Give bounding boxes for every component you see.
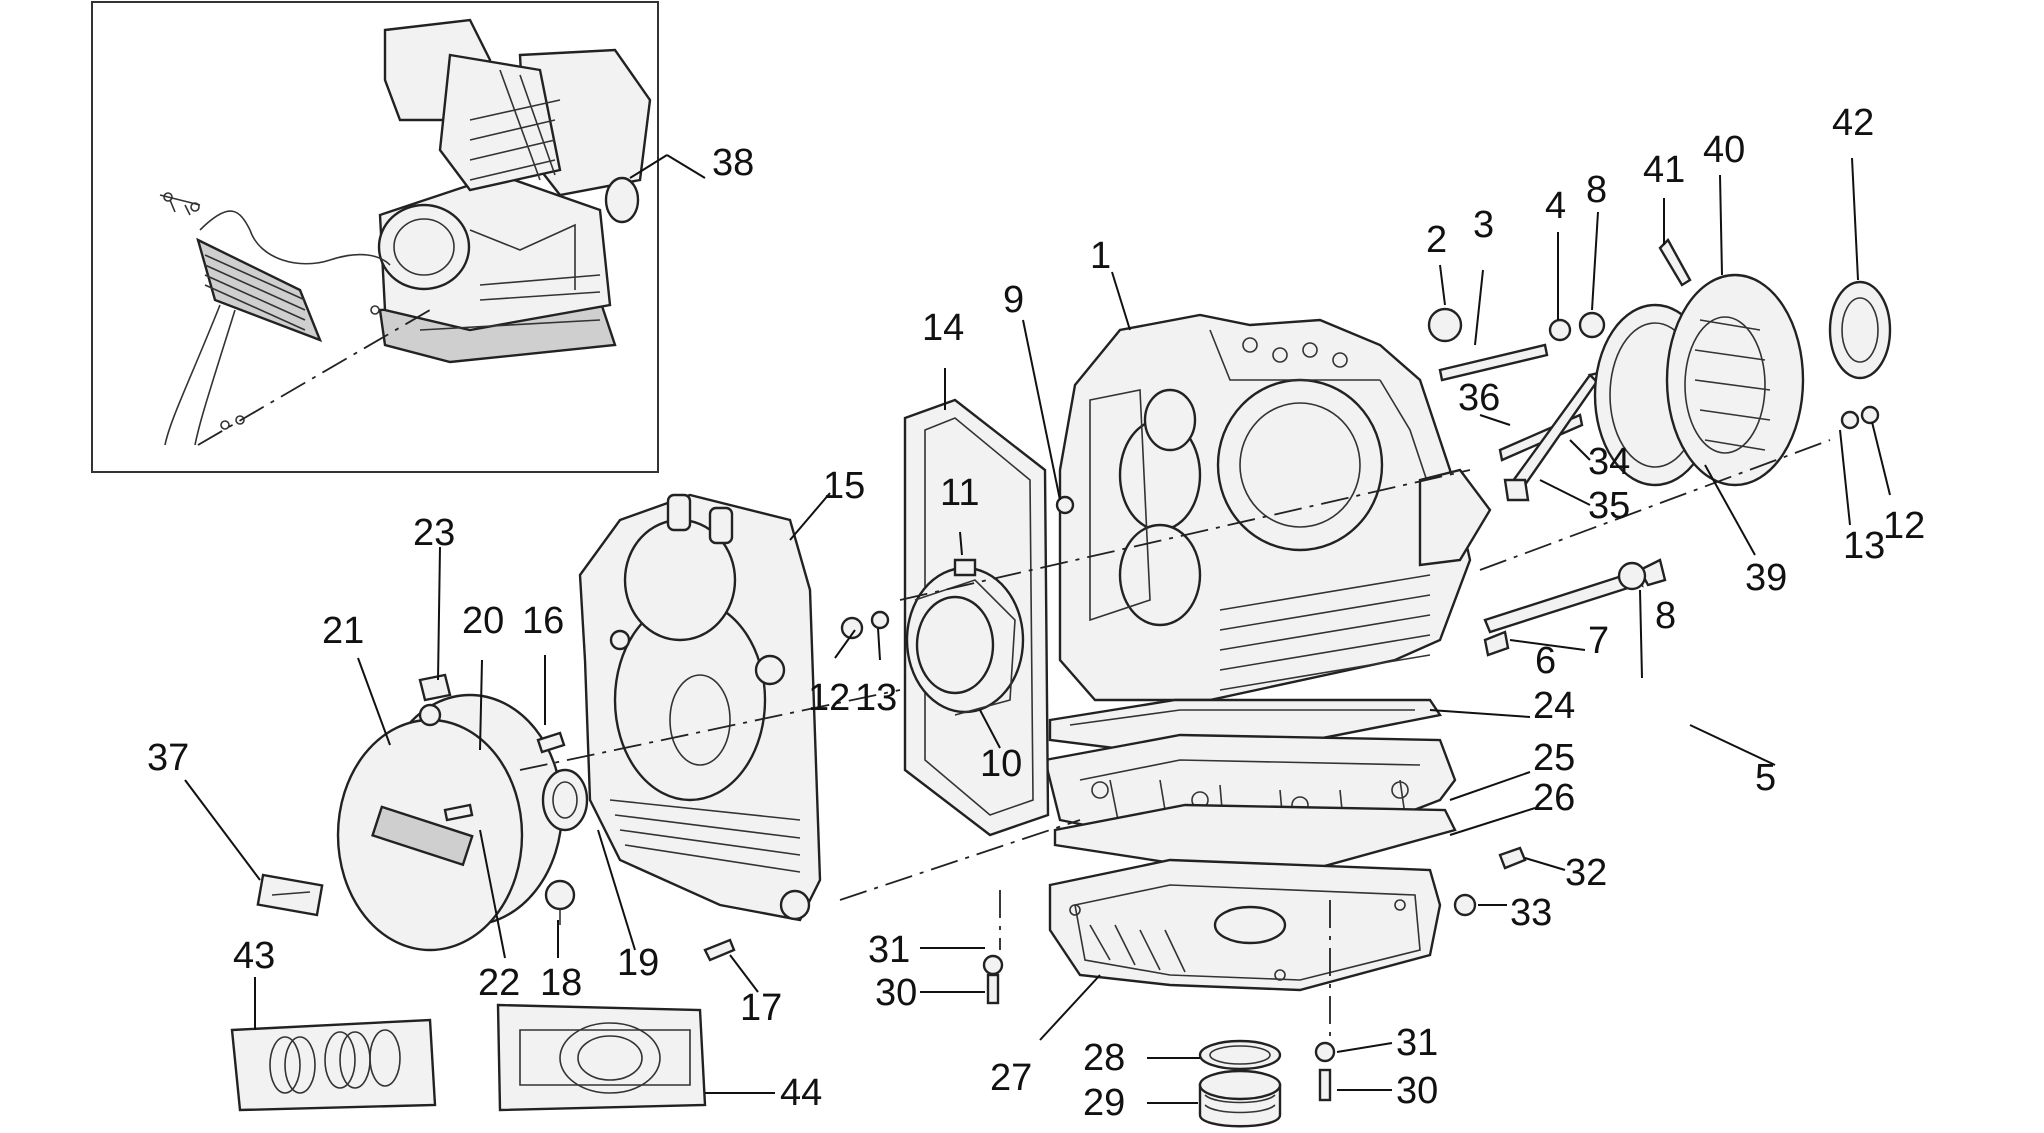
filter-cap-29 [1198,1069,1282,1128]
callout-6: 6 [1535,640,1556,682]
callout-42: 42 [1832,102,1874,144]
callout-23: 23 [413,512,455,554]
callout-1: 1 [1090,235,1111,277]
callout-27: 27 [990,1057,1032,1099]
callout-24: 24 [1533,685,1575,727]
callout-38: 38 [712,142,754,184]
callout-4: 4 [1545,185,1566,227]
callout-41: 41 [1643,149,1685,191]
callout-25: 25 [1533,737,1575,779]
callout-32: 32 [1565,852,1607,894]
callout-19: 19 [617,942,659,984]
callout-3: 3 [1473,204,1494,246]
decal-37 [256,873,324,917]
callout-20: 20 [462,600,504,642]
gasket-kit-44 [496,1003,707,1112]
callout-40: 40 [1703,129,1745,171]
callout-13-right: 13 [1843,525,1885,567]
clamp-23 [418,673,452,702]
callout-33: 33 [1510,892,1552,934]
callout-37: 37 [147,737,189,779]
callout-12-right: 12 [1883,505,1925,547]
rear-parts [1427,238,1892,657]
callout-18: 18 [540,962,582,1004]
callout-2: 2 [1426,219,1447,261]
callout-21: 21 [322,610,364,652]
timing-cover-15 [578,493,822,922]
callout-28: 28 [1083,1037,1125,1079]
callout-12-left: 12 [808,677,850,719]
leader-lines [184,154,1891,1104]
callout-15: 15 [823,465,865,507]
callout-35: 35 [1588,485,1630,527]
callout-31-left: 31 [868,929,910,971]
callout-43: 43 [233,935,275,977]
filter-seal-28 [1198,1039,1282,1071]
callout-14: 14 [922,307,964,349]
callout-labels: 1 2 3 4 8 41 40 42 38 14 9 36 34 35 12 1… [147,102,1925,1124]
crankcase [1058,313,1492,702]
callout-29: 29 [1083,1082,1125,1124]
callout-44: 44 [780,1072,822,1114]
callout-30-right: 30 [1396,1070,1438,1112]
callout-10: 10 [980,743,1022,785]
seal-19 [541,768,589,832]
callout-34: 34 [1588,441,1630,483]
callout-31-right: 31 [1396,1022,1438,1064]
callout-13-left: 13 [855,677,897,719]
callout-26: 26 [1533,777,1575,819]
callout-8-right: 8 [1655,595,1676,637]
gasket-26 [1053,803,1457,872]
oil-pan-27 [1048,858,1442,992]
sender-18 [544,879,576,925]
callout-9: 9 [1003,279,1024,321]
complete-engine-drawing [159,18,652,446]
inset-complete-engine [91,1,659,473]
bearing-cover-10 [905,566,1025,716]
callout-11: 11 [940,472,979,514]
callout-30-left: 30 [875,972,917,1014]
callout-39: 39 [1745,557,1787,599]
callout-5: 5 [1755,757,1776,799]
callout-22: 22 [478,962,520,1004]
callout-16: 16 [522,600,564,642]
callout-8-top: 8 [1586,169,1607,211]
gasket-kit-43 [230,1018,437,1112]
generator-cover-21 [336,703,524,952]
callout-7: 7 [1588,620,1609,662]
small-fasteners [443,495,1667,1102]
callout-17: 17 [740,987,782,1029]
callout-36: 36 [1458,377,1500,419]
alignment-axes [519,439,1831,1040]
